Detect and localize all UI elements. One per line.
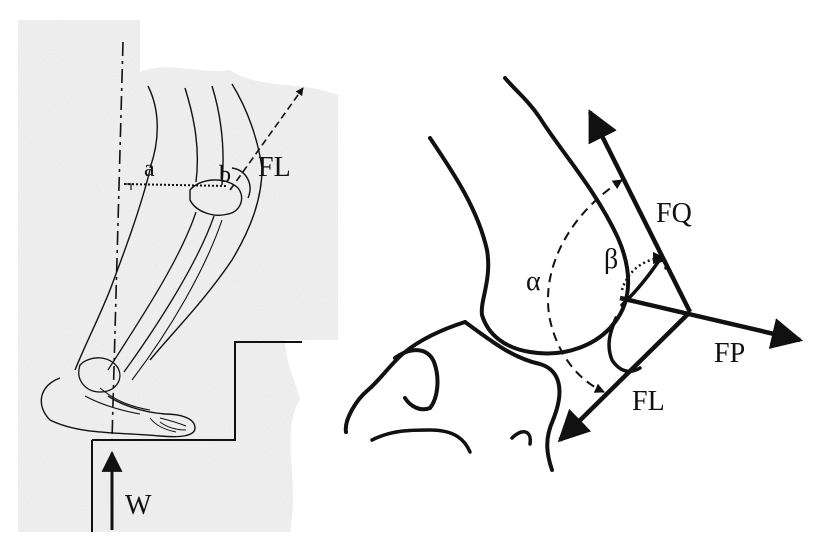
knee-joint: [189, 179, 243, 216]
label-fq: FQ: [656, 198, 692, 229]
thigh-outline-2: [184, 87, 199, 183]
gravity-line: [111, 41, 124, 441]
label-b: b: [219, 162, 231, 188]
toes: [149, 417, 187, 433]
label-alpha: α: [526, 266, 541, 297]
fl-force-arrow: [229, 87, 304, 191]
alpha-angle-arc: [547, 179, 623, 393]
left-panel-white-blotch-right: [285, 340, 338, 532]
left-panel-white-blotch-top: [140, 20, 338, 95]
left-panel-leg-diagram: a b FL W: [18, 20, 338, 532]
tibia-2: [123, 215, 215, 373]
right-panel-knee-diagram: α β FQ FP FL: [343, 76, 804, 472]
label-fl-left: FL: [258, 152, 291, 183]
lever-arm-a: [123, 183, 227, 187]
ankle-bones: [78, 357, 121, 393]
fibula-shaft: [370, 428, 472, 454]
tibia-lower: [510, 430, 532, 446]
fibula-bone: [393, 348, 440, 412]
step-outline: [92, 341, 302, 441]
label-fp: FP: [714, 338, 745, 369]
fibula: [131, 219, 223, 381]
beta-angle-arc: [620, 251, 666, 291]
shank-front: [149, 167, 263, 361]
label-a: a: [144, 156, 155, 182]
fq-force-vector: [587, 109, 693, 314]
tibia-plateau: [463, 320, 562, 472]
fibula-head: [343, 320, 467, 434]
patella: [231, 167, 251, 199]
fp-force-vector: [619, 295, 804, 349]
right-angle-marker: [124, 183, 132, 190]
shank-back: [74, 169, 151, 371]
tibia: [107, 211, 197, 371]
fl-force-vector: [557, 310, 692, 443]
label-beta: β: [604, 244, 618, 275]
foot-outline: [40, 377, 196, 438]
thigh-outline-3: [211, 85, 224, 186]
label-w: W: [125, 490, 152, 521]
left-panel-texture: [18, 20, 338, 532]
foot-bones: [84, 387, 187, 427]
femur-outline: [428, 76, 631, 356]
label-fl-right: FL: [632, 386, 665, 417]
thigh-outline-4: [231, 83, 263, 169]
thigh-outline: [147, 85, 158, 169]
